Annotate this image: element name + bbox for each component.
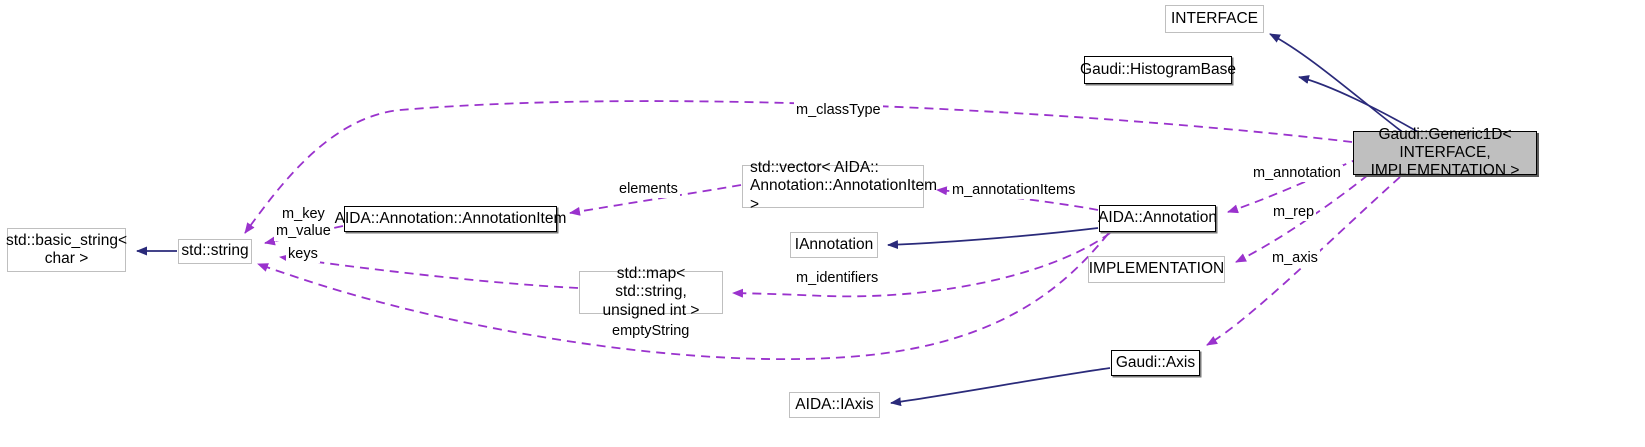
edge-label-m-key-m-value: m_key m_value: [274, 206, 333, 241]
node-std-string[interactable]: std::string: [178, 239, 252, 264]
edge-label-m-identifiers: m_identifiers: [794, 270, 881, 288]
edge-generic1d-implementation: [1235, 174, 1369, 263]
node-label: std::string: [181, 242, 249, 260]
node-label: AIDA::Annotation: [1098, 209, 1217, 227]
edge-label-m-annotation: m_annotation: [1251, 165, 1343, 183]
node-label: AIDA::Annotation::AnnotationItem: [334, 209, 567, 227]
node-iannotation[interactable]: IAnnotation: [790, 232, 878, 258]
node-label: IAnnotation: [794, 235, 874, 253]
node-label: IMPLEMENTATION: [1088, 260, 1225, 278]
edge-annotation-stdmap: [732, 232, 1111, 298]
node-aida-annotation[interactable]: AIDA::Annotation: [1098, 205, 1217, 232]
node-gaudi-generic1d[interactable]: Gaudi::Generic1D< INTERFACE, IMPLEMENTAT…: [1353, 126, 1537, 179]
node-gaudi-axis[interactable]: Gaudi::Axis: [1111, 350, 1200, 376]
node-std-vector-annotationitem[interactable]: std::vector< AIDA:: Annotation::Annotati…: [742, 159, 937, 213]
node-label: Gaudi::HistogramBase: [1080, 60, 1236, 78]
node-label: Gaudi::Axis: [1115, 353, 1196, 371]
node-implementation[interactable]: IMPLEMENTATION: [1088, 256, 1225, 283]
edge-annotationitem-stdstring: [264, 225, 344, 246]
edge-label-m-classtype: m_classType: [794, 102, 883, 120]
node-aida-annotation-annotationitem[interactable]: AIDA::Annotation::AnnotationItem: [335, 206, 566, 232]
node-label: Gaudi::Generic1D< INTERFACE, IMPLEMENTAT…: [1370, 125, 1520, 180]
node-gaudi-histogrambase[interactable]: Gaudi::HistogramBase: [1080, 56, 1236, 84]
edge-label-m-annotationitems: m_annotationItems: [950, 182, 1078, 200]
edge-generic1d-interface: [1269, 33, 1406, 135]
node-label: std::vector< AIDA:: Annotation::Annotati…: [750, 159, 937, 213]
edge-stdmap-stdstring: [279, 253, 579, 289]
edge-generic1d-histogrambase: [1298, 75, 1419, 133]
node-std-map-string-uint[interactable]: std::map< std::string, unsigned int >: [579, 265, 723, 319]
node-aida-iaxis[interactable]: AIDA::IAxis: [789, 392, 880, 418]
edge-label-m-rep: m_rep: [1271, 204, 1317, 222]
node-label: AIDA::IAxis: [795, 395, 874, 413]
edge-gaudiaxis-aidaiaxis: [890, 367, 1111, 407]
edge-label-emptystring: emptyString: [610, 323, 692, 341]
edge-label-keys: keys: [286, 246, 320, 264]
edge-generic1d-gaudiaxis: [1206, 176, 1401, 346]
edge-annotation-stdstring-emptystring: [257, 233, 1109, 361]
edge-annotation-iannotation: [887, 227, 1099, 250]
edge-generic1d-stdstring-classtype: [244, 100, 1353, 234]
node-label: std::map< std::string, unsigned int >: [602, 265, 700, 319]
node-std-basic-string[interactable]: std::basic_string< char >: [5, 228, 128, 272]
node-interface[interactable]: INTERFACE: [1165, 5, 1264, 33]
edge-label-m-axis: m_axis: [1270, 250, 1320, 268]
node-label: std::basic_string< char >: [5, 231, 128, 267]
edge-label-elements: elements: [617, 181, 680, 199]
edge-generic1d-annotation: [1227, 157, 1361, 214]
node-label: INTERFACE: [1171, 9, 1258, 27]
